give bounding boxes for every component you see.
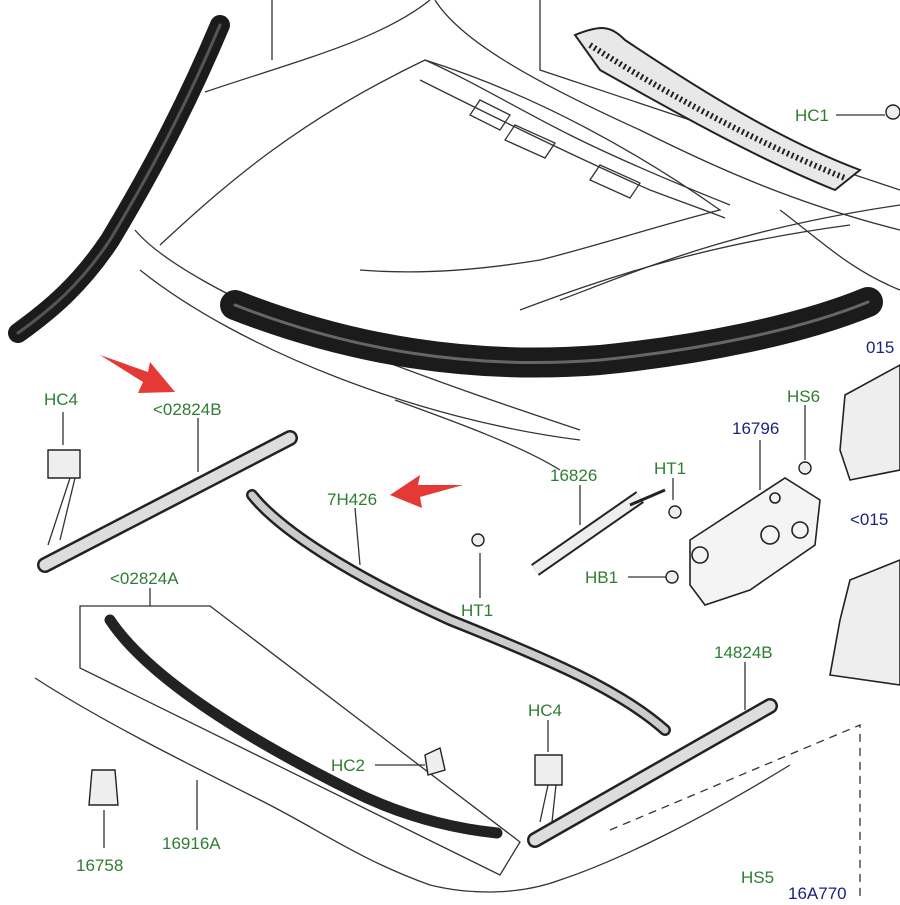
arrow-7H426 — [390, 475, 463, 508]
label-ht1-upper: HT1 — [654, 459, 687, 478]
label-16916A: 16916A — [162, 834, 221, 853]
bracket-upper-right — [839, 364, 900, 481]
rubber-seals — [8, 15, 883, 378]
hood-right — [559, 204, 900, 301]
clip-hc4-right — [534, 754, 563, 786]
label-16796: 16796 — [732, 419, 780, 438]
label-14824B: 14824B — [714, 643, 773, 662]
fastener-hs6 — [798, 461, 812, 475]
release-cable — [34, 677, 791, 893]
bracket-02824A — [79, 605, 521, 876]
label-0153-top: 015 — [866, 338, 895, 357]
fastener-hb1 — [665, 570, 679, 584]
label-16A770: 16A770 — [788, 884, 847, 903]
label-hc4-left: HC4 — [44, 390, 79, 409]
label-hc2: HC2 — [331, 756, 366, 775]
hood-inner-outline — [434, 0, 900, 231]
label-7H426: 7H426 — [327, 490, 378, 509]
fastener-ht1-upper — [668, 505, 682, 519]
hood-bracket-2 — [504, 124, 556, 159]
hood-right-2 — [519, 224, 851, 311]
hood-side-seal — [8, 15, 230, 343]
strip-02824A — [104, 614, 503, 839]
clip-hc4-left — [47, 449, 81, 479]
cowl-grille — [573, 27, 862, 192]
label-hc4-right: HC4 — [528, 701, 563, 720]
hood-reinforcement — [424, 59, 731, 206]
label-hb1: HB1 — [585, 568, 619, 587]
hood-front-curve — [394, 399, 561, 471]
arrow-02824B — [100, 355, 175, 393]
hood-side — [779, 209, 900, 291]
label-16826: 16826 — [550, 466, 598, 485]
hood-reinforcement-2 — [419, 79, 726, 219]
label-hs6: HS6 — [787, 387, 821, 406]
hood-bracket-3 — [589, 164, 641, 199]
hood-inner-panel — [159, 59, 722, 273]
gas-strut — [531, 488, 666, 576]
hood-outline — [204, 0, 431, 93]
hood-bracket-1 — [469, 99, 511, 131]
label-ht1-lower: HT1 — [461, 601, 494, 620]
label-02824B: <02824B — [153, 400, 222, 419]
label-hc1: HC1 — [795, 106, 830, 125]
label-02824A: <02824A — [110, 569, 179, 588]
hood-leading-edge — [139, 269, 581, 441]
fastener-hc1 — [885, 104, 900, 120]
label-hs5: HS5 — [741, 868, 775, 887]
clip-hc2 — [424, 746, 446, 776]
hood-hinge — [689, 477, 821, 606]
bump-stop-16758 — [88, 769, 119, 806]
fastener-ht1-lower — [471, 533, 485, 547]
label-16758: 16758 — [76, 856, 124, 875]
bracket-lower-right — [829, 559, 900, 686]
dashed-box — [609, 724, 861, 900]
label-0153-mid: <015 — [850, 510, 889, 529]
leader-7H426 — [354, 507, 361, 566]
